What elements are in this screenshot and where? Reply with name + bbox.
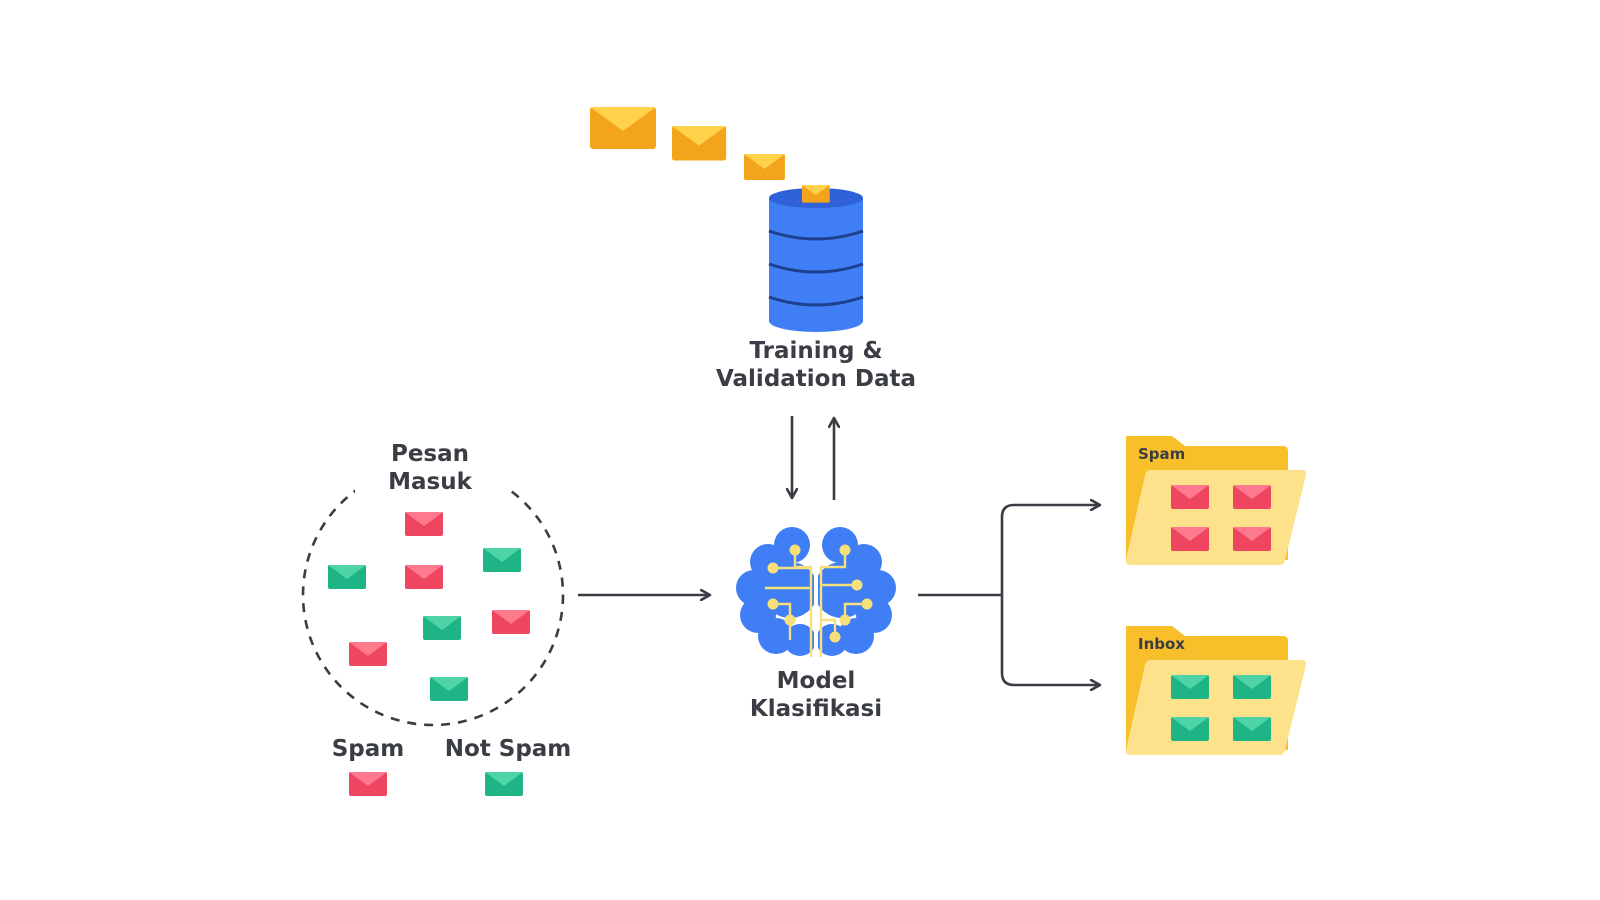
legend-not-spam-envelope-icon — [485, 772, 523, 796]
envelope-icon — [483, 548, 521, 572]
envelope-icon — [423, 616, 461, 640]
model-title-line2: Klasifikasi — [749, 696, 883, 723]
incoming-messages-label: Pesan Masuk — [350, 440, 510, 496]
spam-folder-icon — [1125, 436, 1307, 565]
envelope-icon — [590, 107, 656, 149]
legend-spam-label: Spam — [331, 736, 405, 762]
envelope-icon — [349, 642, 387, 666]
envelope-icon — [405, 512, 443, 536]
incoming-title-line2: Masuk — [388, 469, 472, 496]
envelope-icon — [672, 126, 727, 161]
envelope-icon — [492, 610, 530, 634]
envelope-icon — [430, 677, 468, 701]
inbox-folder-icon — [1125, 626, 1307, 755]
legend-not-spam-label: Not Spam — [444, 736, 572, 762]
envelope-icon — [744, 154, 785, 181]
data-store-title-line2: Validation Data — [715, 366, 916, 393]
model-title-line1: Model — [776, 668, 856, 694]
database-icon — [768, 185, 864, 332]
legend-spam-envelope-icon — [349, 772, 387, 796]
spam-folder-label: Spam — [1138, 445, 1186, 463]
incoming-title-line1: Pesan — [390, 441, 470, 467]
brain-circuit-icon — [736, 522, 896, 662]
data-store-label: Training & Validation Data — [696, 337, 936, 393]
inbox-folder-label: Inbox — [1138, 635, 1185, 653]
envelope-icon — [328, 565, 366, 589]
envelope-icon — [405, 565, 443, 589]
output-branch-arrows — [918, 505, 1100, 685]
model-label: Model Klasifikasi — [726, 667, 906, 723]
data-store-title-line1: Training & — [749, 338, 883, 364]
